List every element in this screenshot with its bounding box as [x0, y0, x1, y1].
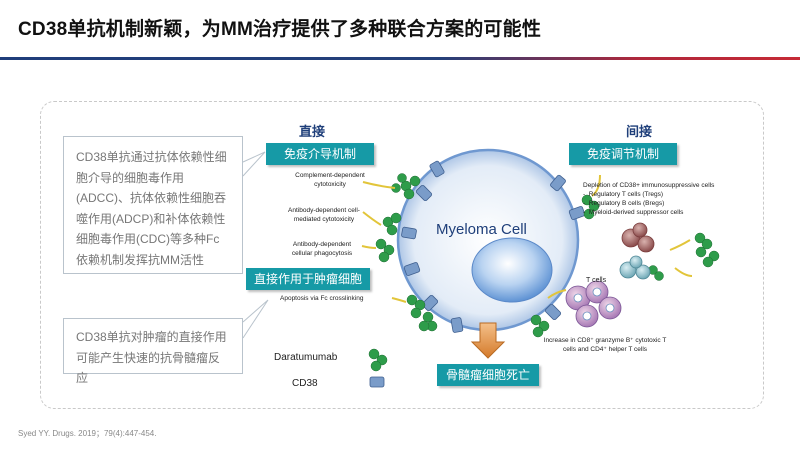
depletion-block: Depletion of CD38+ immunosuppressive cel…	[583, 181, 743, 217]
cell-death-arrow	[470, 322, 506, 359]
apoptosis-label: Apoptosis via Fc crosslinking	[280, 295, 364, 302]
depletion-item: - Myeloid-derived suppressor cells	[583, 209, 684, 216]
increase-label: Increase in CD8⁺ granzyme B⁺ cytotoxic T…	[543, 337, 667, 353]
depletion-item: - Regulatory T cells (Tregs)	[583, 191, 664, 198]
t-cells	[565, 280, 622, 328]
action-arrows	[361, 174, 693, 303]
mechanism-callout: CD38单抗通过抗体依赖性细胞介导的细胞毒作用(ADCC)、抗体依赖性细胞吞噬作…	[63, 136, 243, 274]
t-cells-label: T cells	[586, 277, 607, 284]
header-direct: 直接	[299, 124, 326, 139]
header-indirect: 间接	[626, 124, 653, 139]
immunosuppressive-cells	[619, 222, 655, 280]
myeloma-cell-label: Myeloma Cell	[436, 221, 527, 238]
diagram-panel	[40, 101, 764, 409]
citation: Syed YY. Drugs. 2019；79(4):447-454.	[18, 429, 157, 438]
callout-pointer-bottom	[242, 299, 269, 339]
adcc-label: Antibody-dependent cell-mediated cytotox…	[288, 207, 360, 223]
immune-mediated-box: 免疫介导机制	[266, 143, 374, 165]
title-underline	[0, 57, 800, 60]
cdc-label: Complement-dependent cytotoxicity	[295, 172, 365, 188]
direct-tumor-box: 直接作用于肿瘤细胞	[246, 268, 370, 290]
cd38-receptors	[401, 160, 586, 333]
legend-antibody-icon	[368, 348, 388, 372]
legend-cd38-label: CD38	[292, 378, 318, 389]
page-title: CD38单抗机制新颖，为MM治疗提供了多种联合方案的可能性	[18, 19, 542, 40]
legend-antibody-label: Daratumumab	[274, 352, 338, 363]
immune-regulation-box: 免疫调节机制	[569, 143, 677, 165]
cell-nucleus	[471, 237, 553, 303]
cell-death-box: 骨髓瘤细胞死亡	[437, 364, 539, 386]
depletion-item: - Regulatory B cells (Bregs)	[583, 200, 665, 207]
callout-pointer-top	[242, 151, 266, 177]
direct-callout: CD38单抗对肿瘤的直接作用可能产生快速的抗骨髓瘤反应	[63, 318, 243, 385]
legend-cd38-icon	[369, 376, 385, 388]
depletion-heading: Depletion of CD38+ immunosuppressive cel…	[583, 182, 715, 189]
antibody-clusters	[375, 173, 720, 338]
adcp-label: Antibody-dependent cellular phagocytosis	[291, 241, 353, 257]
